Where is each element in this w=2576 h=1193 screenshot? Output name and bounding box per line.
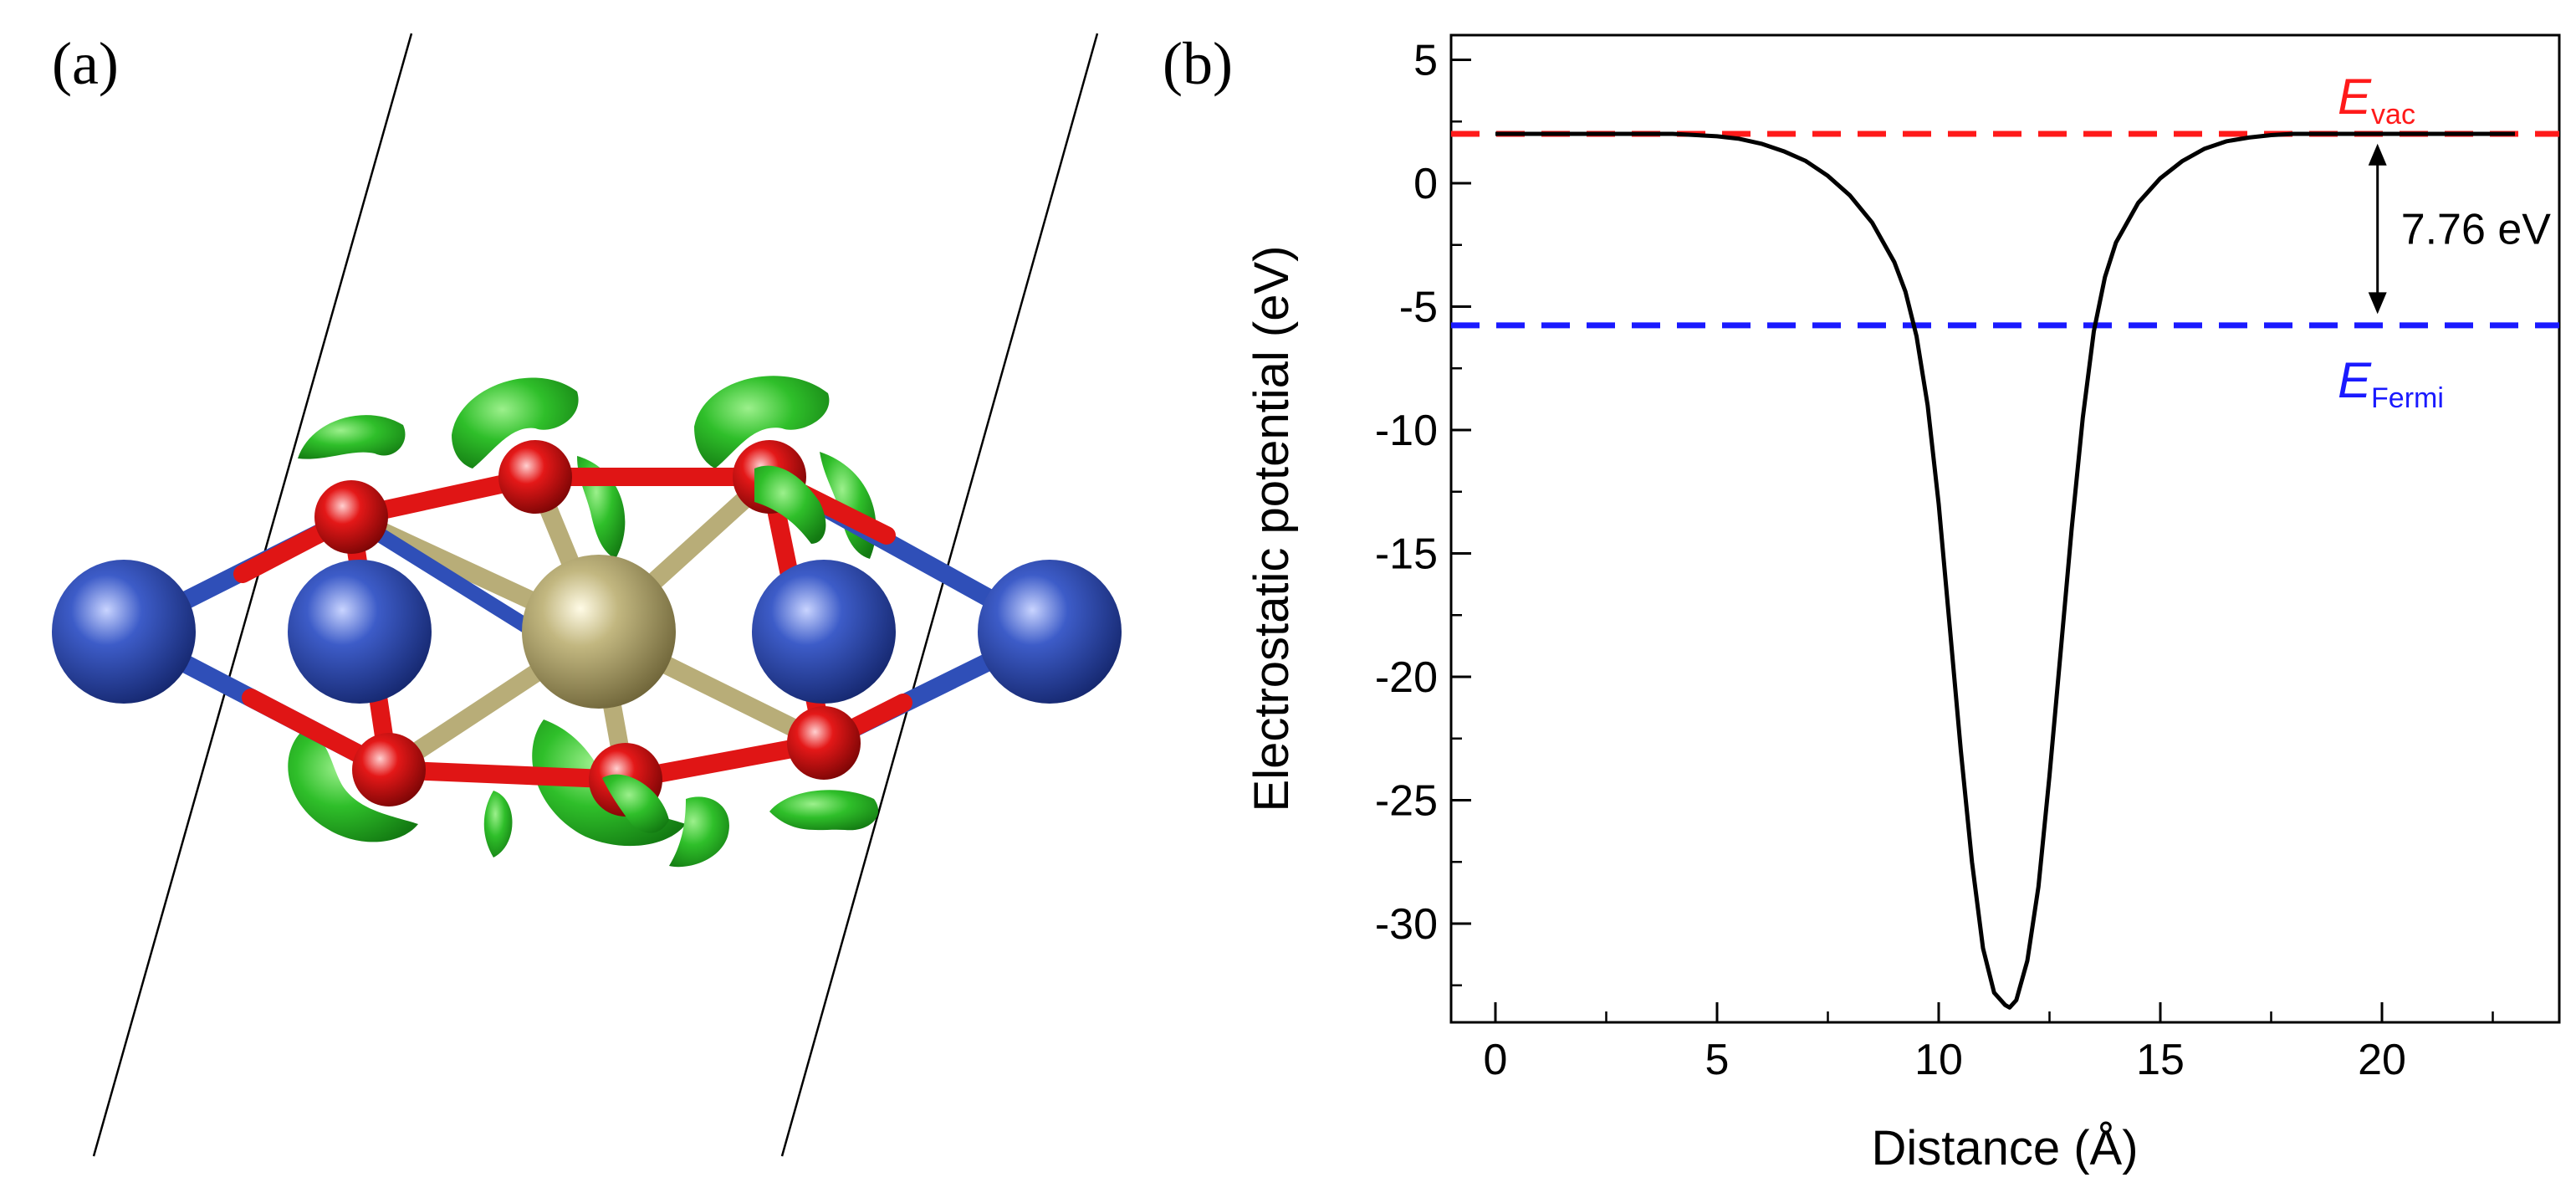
x-tick-label: 15 [2136, 1036, 2185, 1084]
atom-blue [752, 560, 896, 704]
y-tick-label: -25 [1375, 777, 1438, 826]
unit-cell-edge-left [92, 33, 413, 1157]
x-tick-label: 0 [1484, 1036, 1508, 1084]
atom-gold [522, 555, 676, 709]
y-tick-label: -20 [1375, 653, 1438, 702]
y-tick-label: 0 [1413, 160, 1438, 208]
y-tick-label: 5 [1413, 37, 1438, 85]
isosurface-lobe [769, 790, 879, 831]
unit-cell-edge-right [780, 33, 1099, 1157]
panel-a-label: (a) [52, 30, 119, 97]
x-axis-label: Distance (Å) [1871, 1121, 2138, 1175]
y-tick-label: -30 [1375, 900, 1438, 949]
isosurface-lobe [754, 465, 826, 544]
isosurface-lobe [288, 728, 418, 842]
arrow-head-up [2368, 143, 2387, 166]
gap-value-label: 7.76 eV [2401, 206, 2552, 254]
atom-blue [52, 560, 196, 704]
gap-annotation: 7.76 eV [2368, 143, 2552, 315]
panel-a: (a) [52, 30, 1122, 1157]
atom-blue [288, 560, 432, 704]
panel-b: (b) 0 5 10 15 20 5 0 -5 -10 -15 -20 -25 -30 EvacEFer… [1163, 30, 2561, 1175]
isosurface-lobe [483, 791, 513, 858]
series-line [1495, 131, 2515, 1010]
x-tick-label: 20 [2358, 1036, 2406, 1084]
panel-b-label: (b) [1163, 30, 1233, 97]
y-tick-label: -5 [1399, 284, 1438, 332]
atom-blue [978, 560, 1122, 704]
arrow-head-down [2368, 292, 2387, 315]
plot-frame [1449, 33, 2561, 1024]
reference-line-label: Evac [2338, 69, 2415, 131]
x-tick-label: 5 [1705, 1036, 1730, 1084]
isosurface-lobe [298, 415, 406, 459]
y-tick-label: -15 [1375, 530, 1438, 579]
reference-line-label: EFermi [2338, 352, 2444, 414]
atom-red [352, 733, 426, 806]
isosurface-lobe [694, 376, 830, 468]
atom-red [787, 706, 861, 780]
x-tick-label: 10 [1914, 1036, 1963, 1084]
atom-red [498, 440, 572, 514]
isosurface-front [602, 465, 826, 833]
isosurface-lobe [669, 796, 729, 868]
isosurface-lobe [452, 377, 579, 468]
atom-red [314, 480, 388, 554]
isosurface-lobe [602, 774, 669, 833]
bond [380, 760, 635, 789]
y-axis-label: Electrostatic potential (eV) [1245, 246, 1299, 812]
y-tick-label: -10 [1375, 407, 1438, 455]
axis-ticks: 0 5 10 15 20 5 0 -5 -10 -15 -20 -25 -30 [1375, 37, 2494, 1084]
